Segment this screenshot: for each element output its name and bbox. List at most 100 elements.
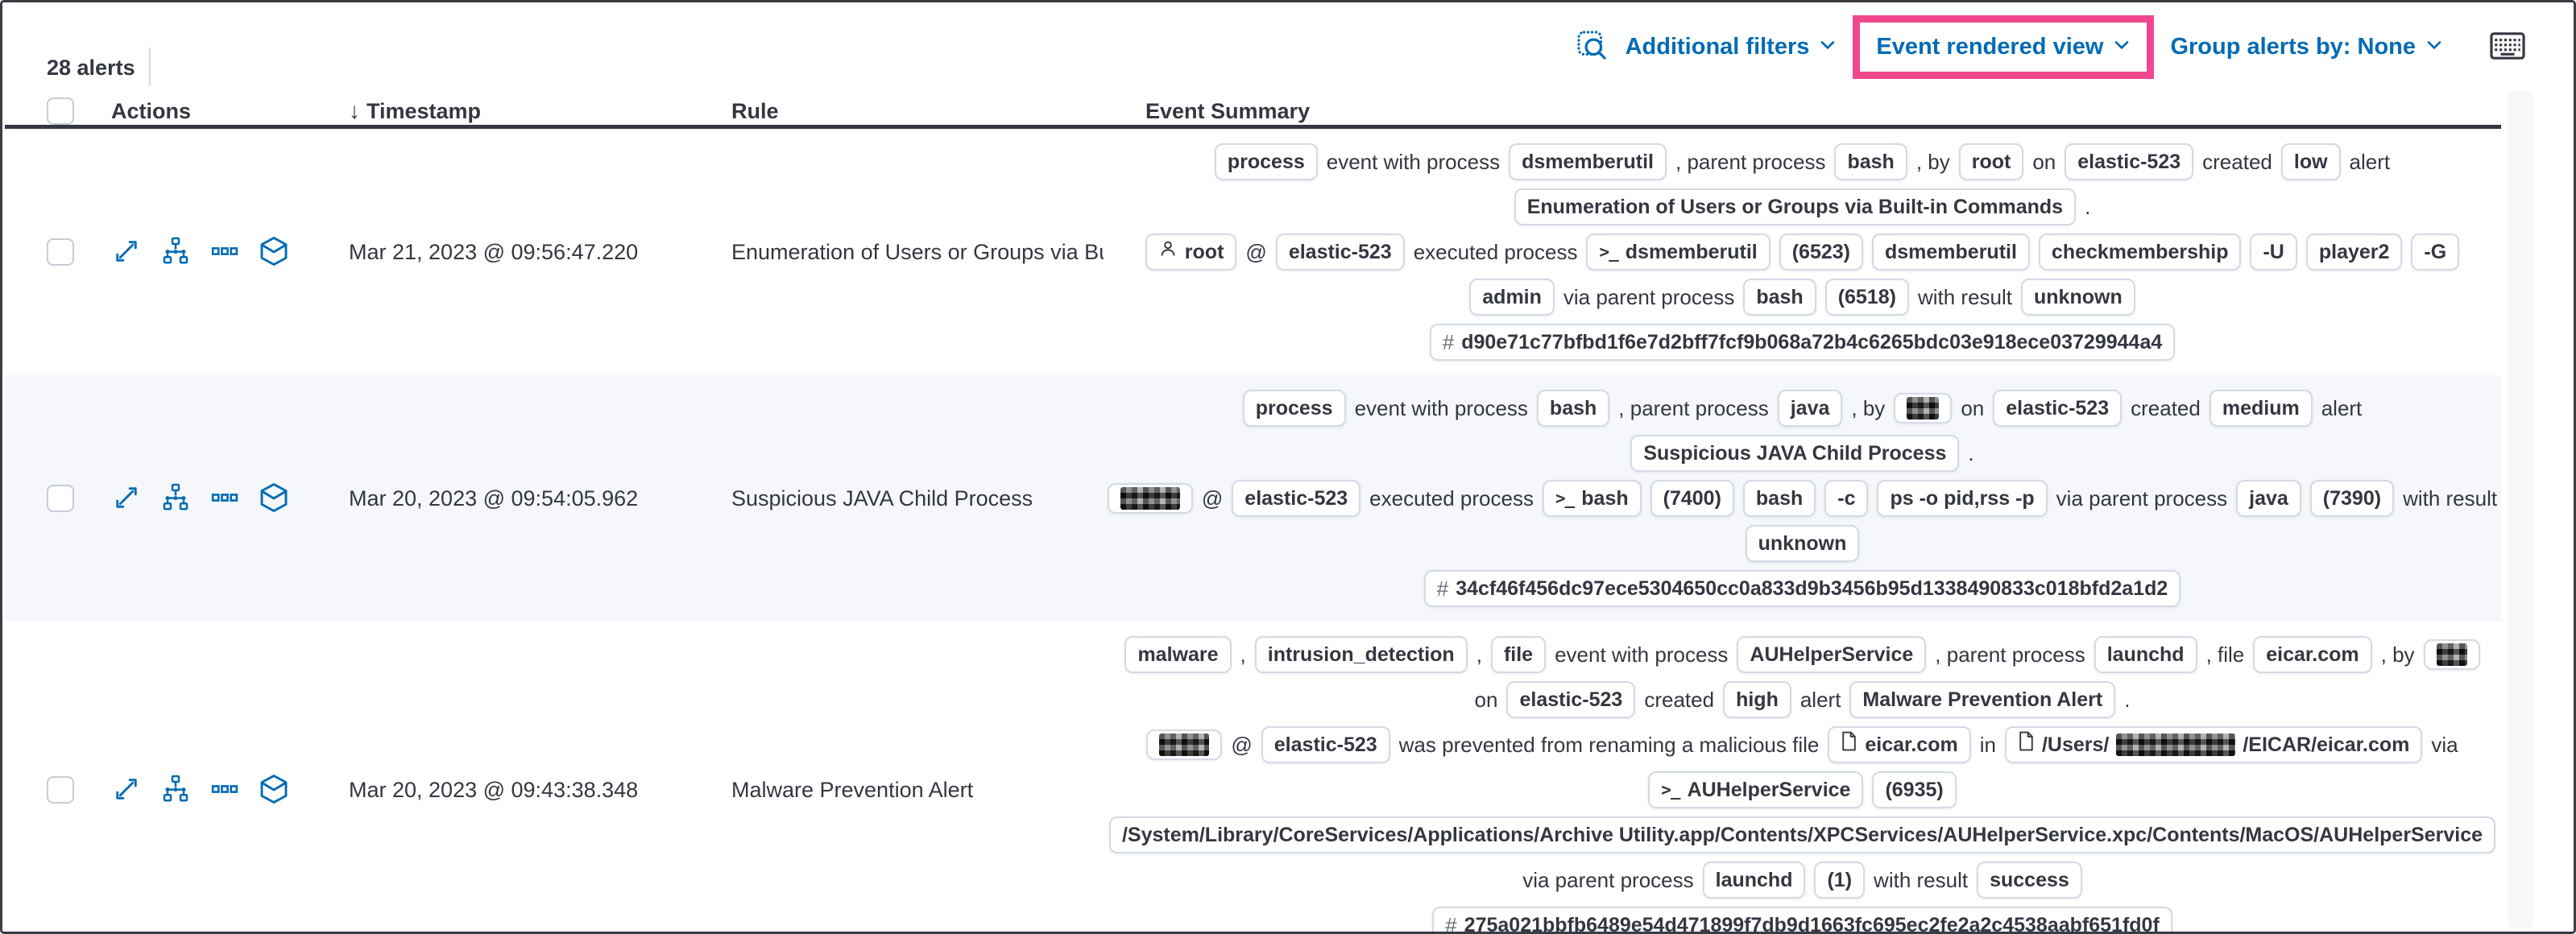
field-badge[interactable]: -c [1824,480,1869,517]
row-checkbox[interactable] [47,485,74,512]
field-badge[interactable]: #275a021bbfb6489e54d471899f7db9d1663fc69… [1432,907,2172,934]
field-badge[interactable]: /Users//EICAR/eicar.com [2004,726,2423,763]
field-badge[interactable]: process [1242,390,1346,427]
open-session-view-button[interactable] [258,235,290,270]
inspect-button[interactable] [1576,29,1609,65]
field-badge[interactable]: process [1214,143,1318,180]
row-checkbox[interactable] [47,238,74,266]
field-badge[interactable]: Enumeration of Users or Groups via Built… [1514,188,2077,225]
analyze-event-button[interactable] [159,773,192,808]
field-badge[interactable]: >_dsmemberutil [1586,234,1770,271]
analyze-event-button[interactable] [159,235,192,270]
field-badge[interactable]: unknown [2021,279,2135,316]
field-badge[interactable]: launchd [2094,636,2197,673]
field-badge[interactable]: (1) [1814,862,1866,899]
field-badge[interactable]: -G [2411,234,2460,271]
column-header-event-summary: Event Summary [1145,98,1311,123]
open-session-view-button[interactable] [258,773,290,808]
field-badge[interactable]: bash [1742,480,1816,517]
sort-descending-icon: ↓ [349,98,360,123]
field-badge[interactable]: >_bash [1542,480,1642,517]
summary-text: with result [1874,868,1969,892]
field-badge[interactable]: high [1723,681,1791,718]
field-badge[interactable]: elastic-523 [1506,681,1636,718]
field-badge[interactable]: (7390) [2309,480,2395,517]
summary-text: , parent process [1618,396,1769,420]
group-alerts-by-button[interactable]: Group alerts by: None [2170,34,2443,60]
more-actions-button[interactable] [209,236,240,269]
field-badge[interactable] [1146,729,1223,760]
hash-icon: # [1445,913,1457,934]
more-actions-button[interactable] [209,482,240,515]
summary-text: . [2085,195,2091,219]
additional-filters-button[interactable]: Additional filters [1626,34,1837,60]
field-badge[interactable]: launchd [1702,862,1806,899]
field-badge[interactable]: medium [2209,390,2313,427]
field-badge[interactable]: elastic-523 [1993,390,2123,427]
expand-alert-button[interactable] [111,482,142,515]
field-badge[interactable]: ps -o pid,rss -p [1877,480,2048,517]
field-badge[interactable]: >_AUHelperService [1648,771,1864,808]
field-badge[interactable]: (6523) [1779,234,1863,271]
field-badge[interactable]: AUHelperService [1737,636,1927,673]
view-selector-button[interactable]: Event rendered view [1876,34,2131,60]
keyboard-shortcuts-button[interactable] [2490,32,2525,62]
column-header-timestamp[interactable]: ↓ Timestamp [349,98,482,123]
field-badge[interactable]: intrusion_detection [1254,636,1468,673]
field-badge[interactable] [1894,393,1953,424]
summary-text: alert [1799,688,1841,712]
field-badge[interactable]: root [1958,143,2024,180]
expand-icon [111,774,142,807]
vertical-scrollbar[interactable] [2508,91,2533,928]
field-badge[interactable]: bash [1536,390,1610,427]
field-badge[interactable]: (6935) [1872,771,1957,808]
open-session-view-button[interactable] [258,481,290,516]
field-badge[interactable]: bash [1743,279,1816,316]
annotation-highlight: Event rendered view [1853,15,2155,79]
field-badge[interactable]: elastic-523 [2065,143,2194,180]
field-badge[interactable]: #d90e71c77bfbd1f6e7d2bff7fcf9b068a72b4c6… [1429,324,2176,361]
select-all-checkbox[interactable] [47,97,74,125]
rule-cell: Enumeration of Users or Groups via Bui [731,239,1104,264]
field-badge[interactable]: elastic-523 [1275,234,1405,271]
field-badge[interactable]: bash [1834,143,1907,180]
field-badge[interactable]: player2 [2305,234,2403,271]
row-checkbox[interactable] [47,776,74,804]
field-badge[interactable]: unknown [1745,525,1860,562]
expand-alert-button[interactable] [111,236,142,269]
field-badge[interactable]: elastic-523 [1261,726,1390,763]
field-badge[interactable]: java [2236,480,2301,517]
field-badge[interactable]: checkmembership [2038,234,2242,271]
field-badge[interactable] [1107,483,1193,514]
field-badge[interactable]: root [1145,234,1237,271]
summary-text: created [1644,688,1715,712]
expand-alert-button[interactable] [111,774,142,807]
field-badge[interactable]: -U [2250,234,2297,271]
field-badge[interactable]: dsmemberutil [1871,234,2030,271]
field-badge[interactable]: Malware Prevention Alert [1849,681,2116,718]
field-badge[interactable]: low [2280,143,2341,180]
field-badge[interactable]: eicar.com [2253,636,2372,673]
field-badge[interactable] [2423,639,2480,670]
field-badge[interactable]: #34cf46f456dc97ece5304650cc0a833d9b3456b… [1423,570,2181,607]
field-badge[interactable]: elastic-523 [1232,480,1361,517]
field-badge[interactable]: (7400) [1650,480,1734,517]
field-badge[interactable]: Suspicious JAVA Child Process [1630,435,1960,472]
field-badge[interactable]: admin [1469,279,1555,316]
field-badge[interactable]: file [1490,636,1547,673]
field-badge[interactable]: /System/Library/CoreServices/Application… [1108,816,2496,853]
field-badge[interactable]: dsmemberutil [1509,143,1667,180]
more-actions-button[interactable] [209,774,240,807]
field-badge[interactable]: eicar.com [1828,726,1971,763]
field-badge[interactable]: java [1777,390,1843,427]
field-badge[interactable]: malware [1124,636,1232,673]
field-badge[interactable]: (6518) [1824,279,1909,316]
analyze-event-button[interactable] [159,481,192,516]
summary-text: with result [1917,285,2013,309]
field-badge[interactable]: success [1977,862,2082,899]
